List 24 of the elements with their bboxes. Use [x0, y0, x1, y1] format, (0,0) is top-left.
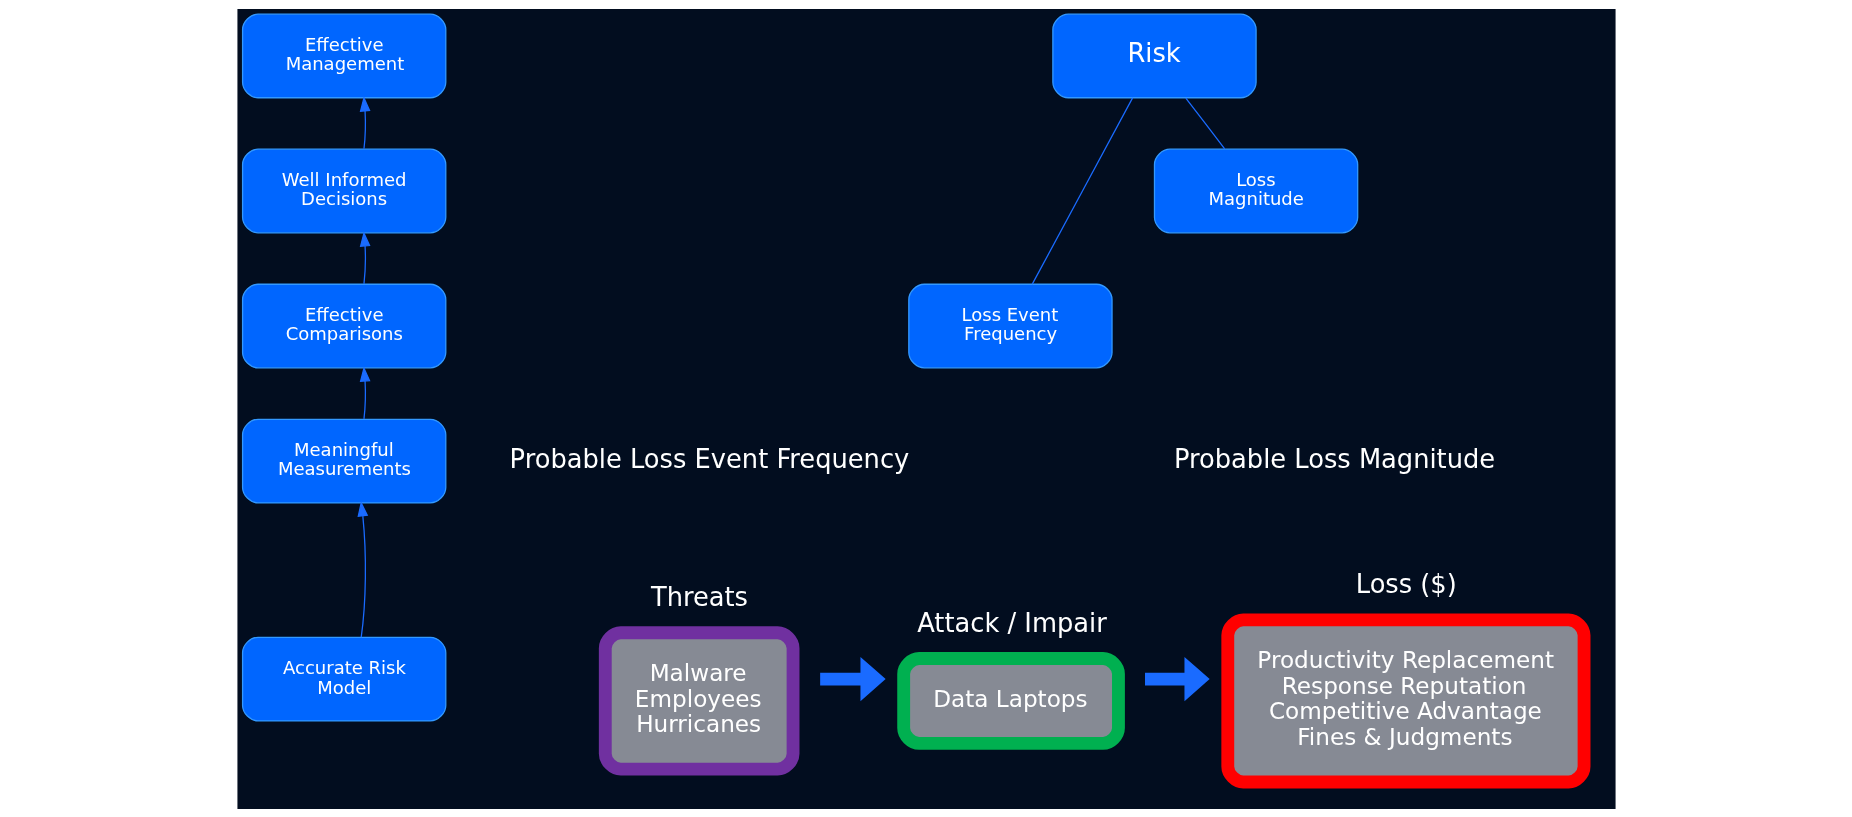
arrow: [359, 230, 370, 284]
node-box: Meaningful Measurements: [241, 418, 446, 504]
arrow: [1144, 656, 1210, 701]
node-label: Attack / Impair: [916, 607, 1107, 638]
node-box: Data Laptops: [896, 651, 1125, 750]
label: Probable Loss Event Frequency: [509, 443, 909, 474]
arrow: [359, 365, 370, 420]
node-box: Risk: [1051, 13, 1257, 98]
node-box: Loss Magnitude: [1153, 148, 1358, 233]
node-label: Loss ($): [1355, 568, 1457, 599]
node-box: Loss Event Frequency: [907, 283, 1113, 368]
label: Probable Loss Magnitude: [1173, 443, 1495, 474]
connector: [1031, 96, 1133, 285]
node-box: Well Informed Decisions: [241, 148, 446, 233]
node-box: Productivity Replacement Response Reputation Competitive Advantage Fines & Judgments: [1220, 613, 1590, 788]
node-box: Malware Employees Hurricanes: [598, 625, 799, 776]
node-label: Threats: [650, 581, 748, 612]
connector: [1184, 96, 1225, 149]
node-box: Effective Comparisons: [241, 283, 446, 368]
node-box: Accurate Risk Model: [241, 636, 446, 722]
node-box: Effective Management: [241, 13, 446, 98]
arrow: [359, 95, 370, 149]
arrow: [819, 656, 886, 701]
arrow: [357, 500, 368, 638]
